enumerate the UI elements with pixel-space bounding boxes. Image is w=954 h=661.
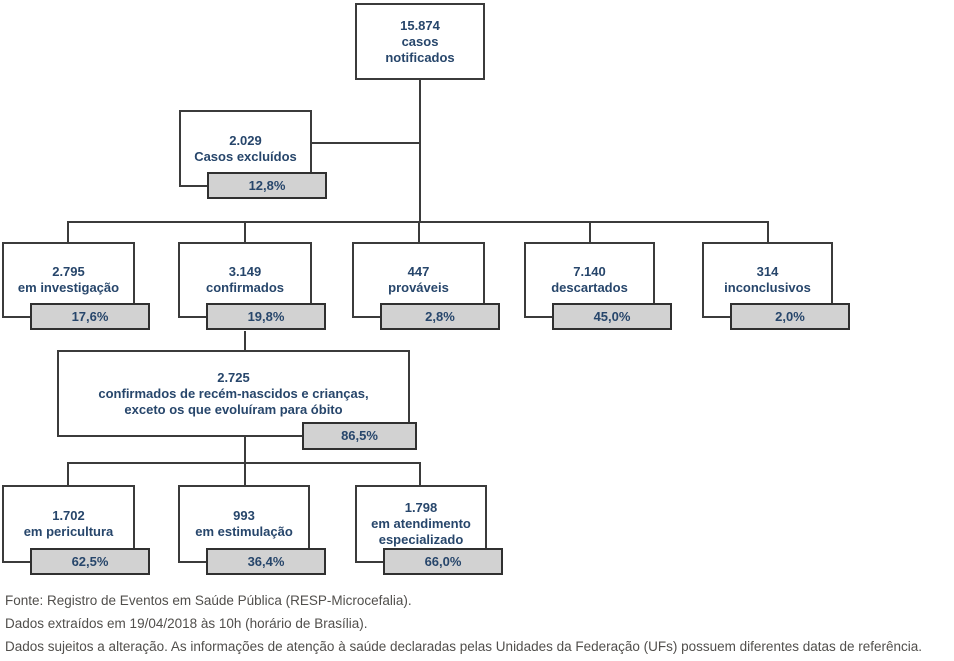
connector-drop-inconclusive: [767, 222, 769, 243]
connector-confirmed-to-children: [244, 331, 246, 351]
node-probable-text: 447 prováveis: [354, 264, 483, 296]
badge-investigation-pct: 17,6%: [30, 303, 150, 330]
node-label: Casos excluídos: [194, 148, 297, 164]
node-value: 2.795: [52, 264, 85, 279]
connector-drop-specialized: [419, 463, 421, 486]
footer-extracted-line: Dados extraídos em 19/04/2018 às 10h (ho…: [5, 616, 368, 631]
node-excluded-cases: 2.029 Casos excluídos 12,8%: [179, 110, 327, 199]
connector-drop-probable: [418, 222, 420, 243]
node-stimulation: 993 em estimulação 36,4%: [178, 485, 326, 575]
node-confirmed-children-text: 2.725 confirmados de recém-nascidos e cr…: [59, 370, 408, 418]
connector-drop-childcare: [67, 463, 69, 486]
badge-discarded-pct: 45,0%: [552, 303, 672, 330]
connector-drop-investigation: [67, 222, 69, 243]
node-inconclusive-text: 314 inconclusivos: [704, 264, 831, 296]
node-notified-text: 15.874 casos notificados: [357, 18, 483, 66]
node-value: 447: [407, 264, 430, 279]
node-label: em investigação: [17, 280, 120, 295]
node-label: especializado: [378, 532, 464, 547]
node-inconclusive: 314 inconclusivos 2,0%: [702, 242, 850, 330]
connector-drop-confirmed: [244, 222, 246, 243]
node-label: prováveis: [388, 280, 449, 295]
node-label: confirmados: [205, 280, 284, 295]
connector-children-down: [244, 437, 246, 463]
node-value: 1.702: [52, 508, 85, 523]
node-confirmed: 3.149 confirmados 19,8%: [178, 242, 326, 330]
node-value: 993: [233, 508, 255, 523]
node-label: notificados: [385, 49, 455, 65]
node-specialized-text: 1.798 em atendimento especializado: [357, 500, 485, 548]
footer-caveat-line: Dados sujeitos a alteração. As informaçõ…: [5, 639, 923, 654]
node-discarded-text: 7.140 descartados: [526, 264, 653, 296]
node-notified-cases: 15.874 casos notificados: [355, 3, 485, 80]
node-value: 3.149: [228, 264, 262, 279]
node-investigation-text: 2.795 em investigação: [4, 264, 133, 296]
badge-confirmed-pct: 19,8%: [206, 303, 326, 330]
badge-probable-pct: 2,8%: [380, 303, 500, 330]
node-value: 314: [756, 264, 779, 279]
node-probable: 447 prováveis 2,8%: [352, 242, 500, 330]
connector-drop-discarded: [589, 222, 591, 243]
node-confirmed-children: 2.725 confirmados de recém-nascidos e cr…: [57, 350, 417, 450]
node-value: 2.725: [217, 369, 250, 385]
footer-source-line: Fonte: Registro de Eventos em Saúde Públ…: [5, 593, 412, 608]
badge-confirmed-children-pct: 86,5%: [302, 422, 417, 450]
node-under-investigation: 2.795 em investigação 17,6%: [2, 242, 150, 330]
badge-stimulation-pct: 36,4%: [206, 548, 326, 575]
node-label: em pericultura: [23, 524, 114, 539]
node-label: casos: [401, 33, 439, 49]
badge-excluded-pct: 12,8%: [207, 172, 327, 199]
node-value: 7.140: [573, 264, 606, 279]
node-label: em atendimento: [371, 516, 471, 531]
node-confirmed-text: 3.149 confirmados: [180, 264, 310, 296]
node-label: em estimulação: [195, 524, 293, 539]
node-stimulation-text: 993 em estimulação: [180, 508, 308, 540]
node-value: 2.029: [229, 132, 262, 148]
node-value: 15.874: [400, 17, 440, 33]
badge-inconclusive-pct: 2,0%: [730, 303, 850, 330]
connector-top-vertical: [419, 80, 421, 222]
connector-drop-stimulation: [244, 463, 246, 486]
connector-excluded-horizontal: [312, 142, 419, 144]
node-childcare: 1.702 em pericultura 62,5%: [2, 485, 150, 575]
node-value: 1.798: [404, 500, 438, 515]
node-label: confirmados de recém-nascidos e crianças…: [98, 385, 369, 401]
node-label: exceto os que evoluíram para óbito: [124, 401, 343, 417]
badge-specialized-pct: 66,0%: [383, 548, 503, 575]
node-childcare-text: 1.702 em pericultura: [4, 508, 133, 540]
node-specialized-care: 1.798 em atendimento especializado 66,0%: [355, 485, 503, 575]
badge-childcare-pct: 62,5%: [30, 548, 150, 575]
node-discarded: 7.140 descartados 45,0%: [524, 242, 672, 330]
node-excluded-text: 2.029 Casos excluídos: [181, 133, 310, 165]
node-label: inconclusivos: [724, 280, 811, 295]
node-label: descartados: [551, 280, 628, 295]
footer-notes: Fonte: Registro de Eventos em Saúde Públ…: [5, 589, 922, 658]
